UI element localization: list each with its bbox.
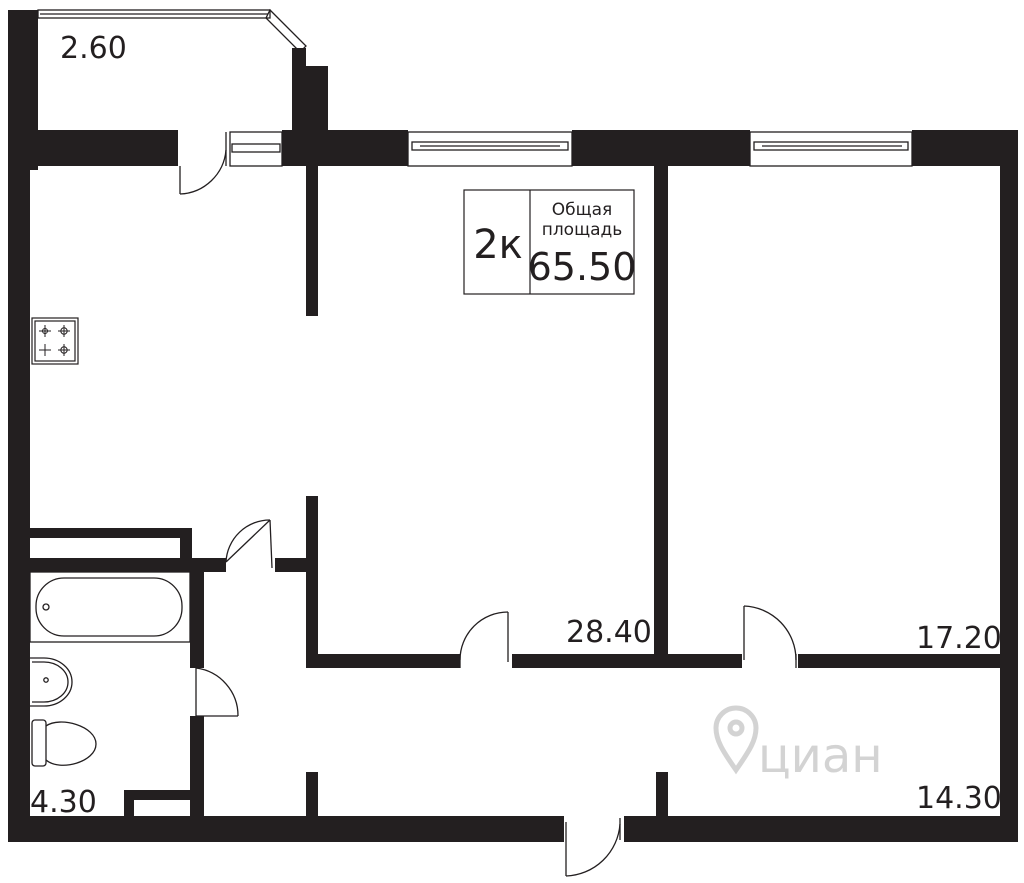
bathroom-wall — [180, 528, 192, 560]
bathroom-door — [195, 667, 239, 717]
watermark-text: циан — [758, 728, 883, 784]
location-pin-icon — [713, 705, 759, 775]
watermark: циан — [713, 705, 883, 784]
bedroom-area-label: 17.20 — [916, 621, 1002, 656]
partition-wall — [654, 166, 668, 666]
entrance-door — [565, 818, 621, 877]
bathtub-icon — [29, 571, 191, 643]
bathroom-wall — [124, 790, 204, 800]
corridor-wall — [306, 654, 460, 668]
stove-icon — [31, 317, 79, 365]
bathroom-area-label: 4.30 — [30, 785, 97, 820]
toilet-icon — [31, 719, 97, 767]
balcony-wall-right — [292, 48, 306, 138]
balcony-window — [37, 8, 307, 53]
bathroom-wall — [20, 528, 192, 538]
room-count-label: 2к — [473, 222, 523, 268]
corridor-wall — [798, 654, 1018, 668]
outer-wall-right — [1000, 130, 1018, 842]
bottom-wall-segment — [8, 816, 564, 842]
partition-wall — [306, 166, 318, 316]
room-area-labels: 2.60 28.40 17.20 4.30 14.30 — [30, 31, 1002, 820]
walls — [8, 10, 1018, 842]
sink-icon — [30, 657, 73, 707]
total-area-caption-line2: площадь — [542, 220, 623, 240]
partition-wall — [275, 558, 315, 572]
info-box: 2к Общая площадь 65.50 — [463, 189, 637, 295]
top-wall-segment — [572, 130, 750, 166]
balcony-door-window — [229, 131, 283, 167]
balcony-door — [179, 132, 227, 195]
corridor-stub — [306, 772, 318, 818]
bathroom-wall — [20, 558, 226, 572]
windows — [37, 8, 913, 167]
living-room-window — [407, 131, 573, 167]
total-area-value: 65.50 — [528, 245, 637, 289]
living-room-area-label: 28.40 — [566, 615, 652, 650]
bedroom-door — [743, 605, 797, 668]
bathroom-wall — [124, 790, 134, 818]
kitchen-door — [225, 519, 273, 569]
total-area-caption-line1: Общая — [552, 200, 613, 220]
doors — [179, 132, 797, 877]
corridor-wall — [512, 654, 742, 668]
living-room-door — [459, 611, 509, 668]
corridor-stub — [656, 772, 668, 818]
partition-wall — [306, 496, 318, 666]
balcony-wall-right — [304, 66, 328, 136]
outer-wall-left — [8, 10, 30, 842]
top-wall-segment — [8, 130, 178, 166]
balcony-area-label: 2.60 — [60, 31, 127, 66]
bottom-wall-segment — [624, 816, 1018, 842]
bathroom-wall — [190, 716, 204, 818]
bedroom-window — [749, 131, 913, 167]
bathroom-wall — [190, 558, 204, 668]
hallway-area-label: 14.30 — [916, 781, 1002, 816]
